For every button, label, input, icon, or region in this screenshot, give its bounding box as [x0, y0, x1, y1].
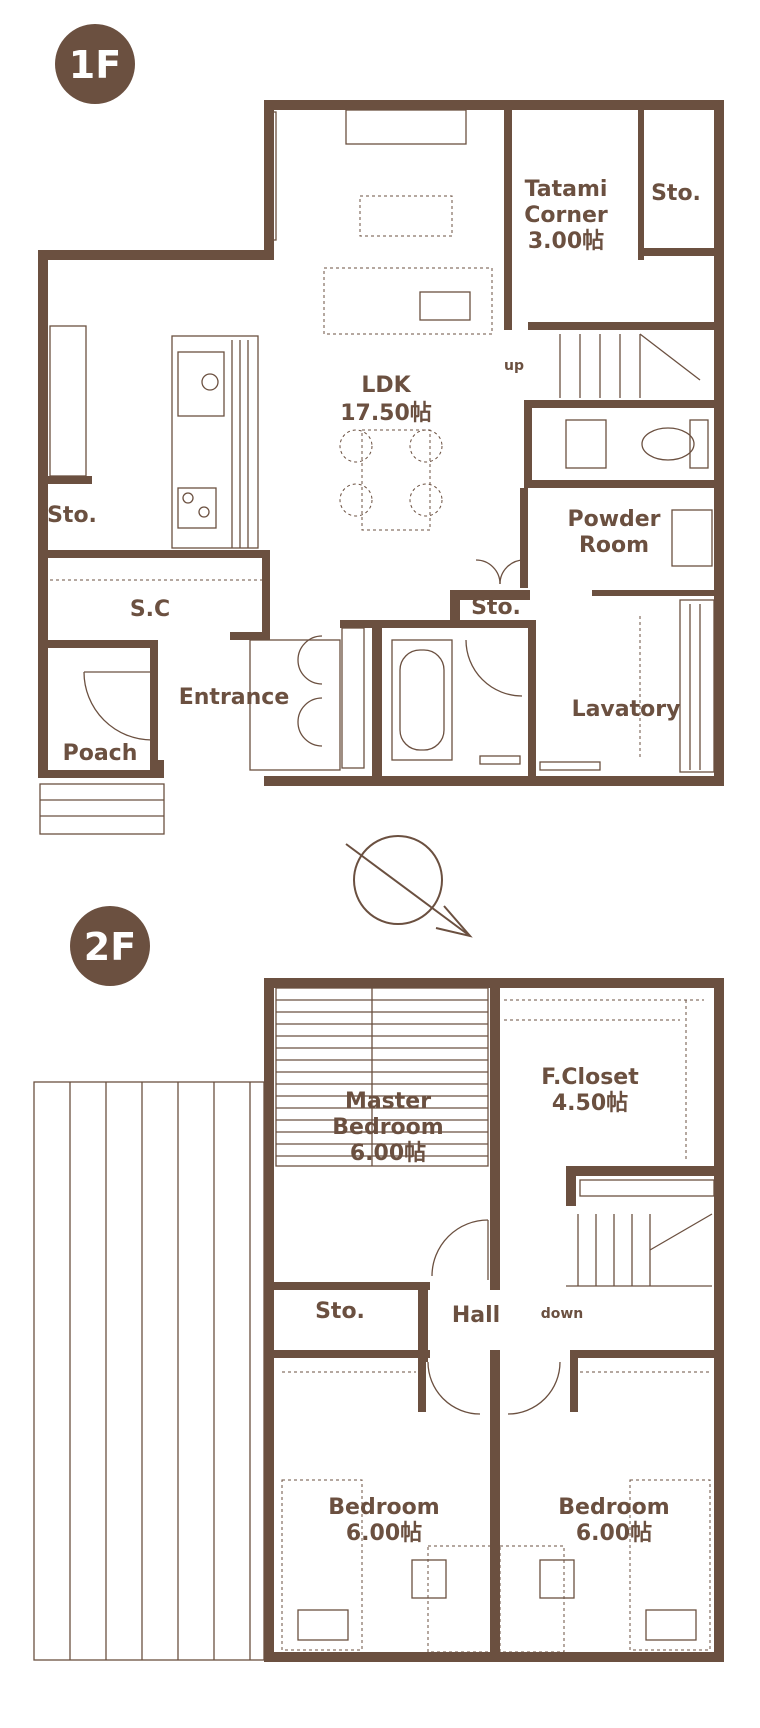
master-bedroom-label-line2: Bedroom [332, 1115, 443, 1140]
bedroom-left-area-label: 6.00帖 [346, 1521, 422, 1546]
floor-badge-icon: 1F [55, 24, 135, 104]
first-floor-badge-label: 1F [69, 43, 121, 87]
poach-label: Poach [63, 741, 138, 766]
second-floor-walls [264, 978, 724, 1662]
master-bedroom-area-label: 6.00帖 [350, 1141, 426, 1166]
storage-left-label: Sto. [47, 503, 97, 528]
entrance-label: Entrance [179, 685, 290, 710]
ldk-area-label: 17.50帖 [340, 401, 432, 426]
first-floor-fixtures [39, 109, 715, 835]
shoe-closet-label: S.C [130, 597, 170, 622]
tatami-label-line1: Tatami [525, 177, 608, 202]
master-bedroom-label-line1: Master [345, 1089, 431, 1114]
first-floor-walls [38, 100, 724, 786]
stairs-down-label: down [541, 1306, 584, 1322]
bedroom-right-label: Bedroom [558, 1495, 669, 1520]
compass-north-icon [345, 835, 473, 938]
tatami-label-line2: Corner [524, 203, 608, 228]
second-floor-fixtures [275, 987, 715, 1653]
powder-room-label-line1: Powder [567, 507, 660, 532]
powder-room-label-line2: Room [579, 533, 649, 558]
closet-area-label: 4.50帖 [552, 1091, 628, 1116]
first-floor: 1F [38, 24, 724, 835]
hall-label: Hall [452, 1303, 500, 1328]
storage-top-label: Sto. [651, 181, 701, 206]
ldk-label: LDK [361, 373, 411, 398]
storage-2f-label: Sto. [315, 1299, 365, 1324]
tatami-area-label: 3.00帖 [528, 229, 604, 254]
bedroom-right-area-label: 6.00帖 [576, 1521, 652, 1546]
second-floor: 2F [33, 906, 724, 1662]
floor-badge-icon: 2F [70, 906, 150, 986]
balcony [33, 1081, 265, 1661]
first-floor-labels: Tatami Corner 3.00帖 Sto. LDK 17.50帖 up S… [47, 177, 701, 766]
closet-label: F.Closet [541, 1065, 639, 1090]
storage-mid-label: Sto. [471, 595, 521, 620]
bedroom-left-label: Bedroom [328, 1495, 439, 1520]
stairs-up-label: up [504, 358, 524, 374]
second-floor-badge-label: 2F [84, 925, 136, 969]
lavatory-label: Lavatory [572, 697, 681, 722]
second-floor-labels: Master Bedroom 6.00帖 F.Closet 4.50帖 Sto.… [315, 1065, 670, 1546]
